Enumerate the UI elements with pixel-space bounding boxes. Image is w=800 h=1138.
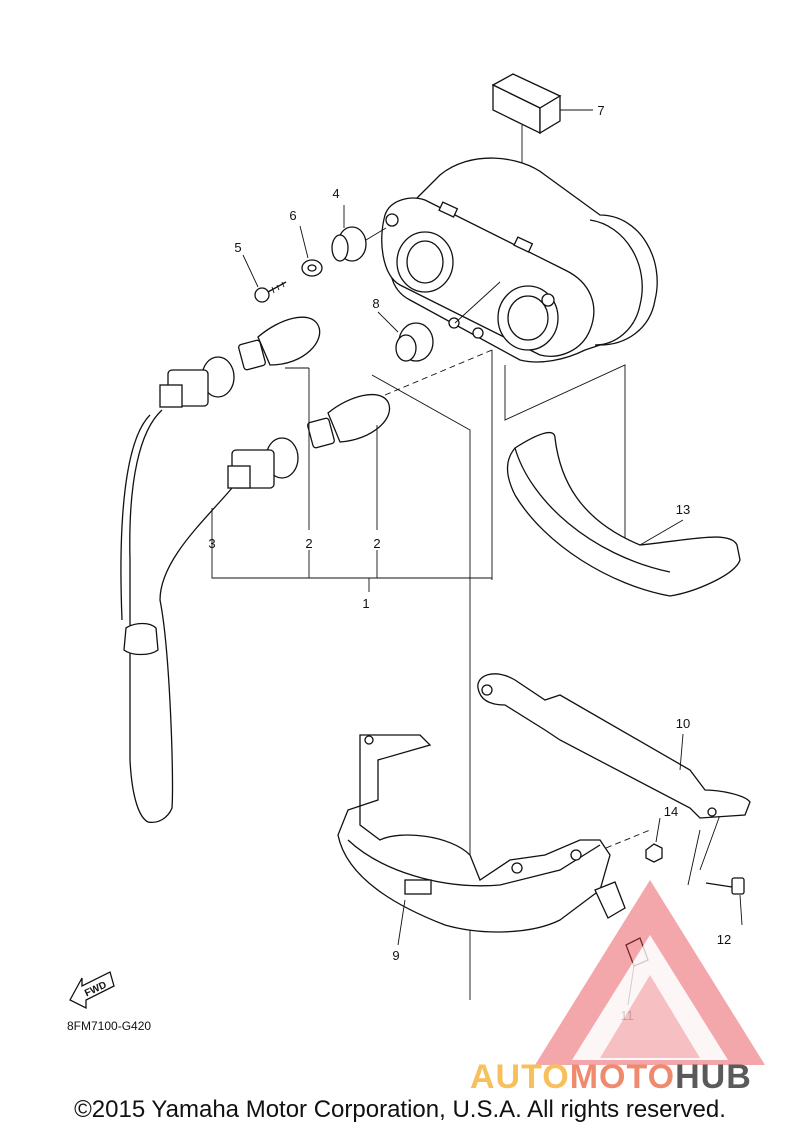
callout-9: 9 <box>392 948 399 963</box>
callout-4: 4 <box>332 186 339 201</box>
callout-2-upper-bulb: 2 <box>305 536 312 551</box>
callout-13: 13 <box>676 502 690 517</box>
watermark-moto: MOTO <box>570 1058 675 1096</box>
fwd-label: FWD <box>83 980 108 1000</box>
diagram-code: 8FM7100-G420 <box>67 1019 151 1033</box>
automotohub-watermark-logo <box>535 880 765 1065</box>
part-12-bolt <box>705 877 745 926</box>
callout-6: 6 <box>289 208 296 223</box>
part-10-bracket <box>477 673 751 819</box>
callout-2-lower-bulb: 2 <box>373 536 380 551</box>
copyright-notice: ©2015 Yamaha Motor Corporation, U.S.A. A… <box>74 1096 726 1123</box>
part-8-grommet <box>377 311 434 362</box>
part-3-socket-harness <box>120 356 299 824</box>
part-13-shield <box>506 431 741 597</box>
part-2-bulb-lower <box>307 393 391 449</box>
callout-1: 1 <box>362 596 369 611</box>
part-4-grommet <box>331 205 387 262</box>
watermark-text: AUTOMOTOHUB <box>470 1058 752 1096</box>
callout-3: 3 <box>208 536 215 551</box>
headlight-housing <box>381 157 658 363</box>
part-7-label-block <box>491 73 593 210</box>
part-6-washer <box>299 225 323 277</box>
callout-12: 12 <box>717 932 731 947</box>
assembly-guide-lines <box>371 349 721 1000</box>
part-14-nut <box>645 817 663 863</box>
part-2-bulb-upper <box>238 316 321 371</box>
watermark-auto: AUTO <box>470 1058 570 1096</box>
assembly-1-bracket <box>211 367 492 592</box>
callout-7: 7 <box>597 103 604 118</box>
part-9-lower-cover <box>337 734 611 946</box>
watermark-hub: HUB <box>675 1058 752 1096</box>
fwd-direction-arrow: FWD <box>69 971 115 1010</box>
callout-8: 8 <box>372 296 379 311</box>
callout-10: 10 <box>676 716 690 731</box>
callout-5: 5 <box>234 240 241 255</box>
part-5-screw <box>242 254 287 303</box>
callout-14: 14 <box>664 804 678 819</box>
